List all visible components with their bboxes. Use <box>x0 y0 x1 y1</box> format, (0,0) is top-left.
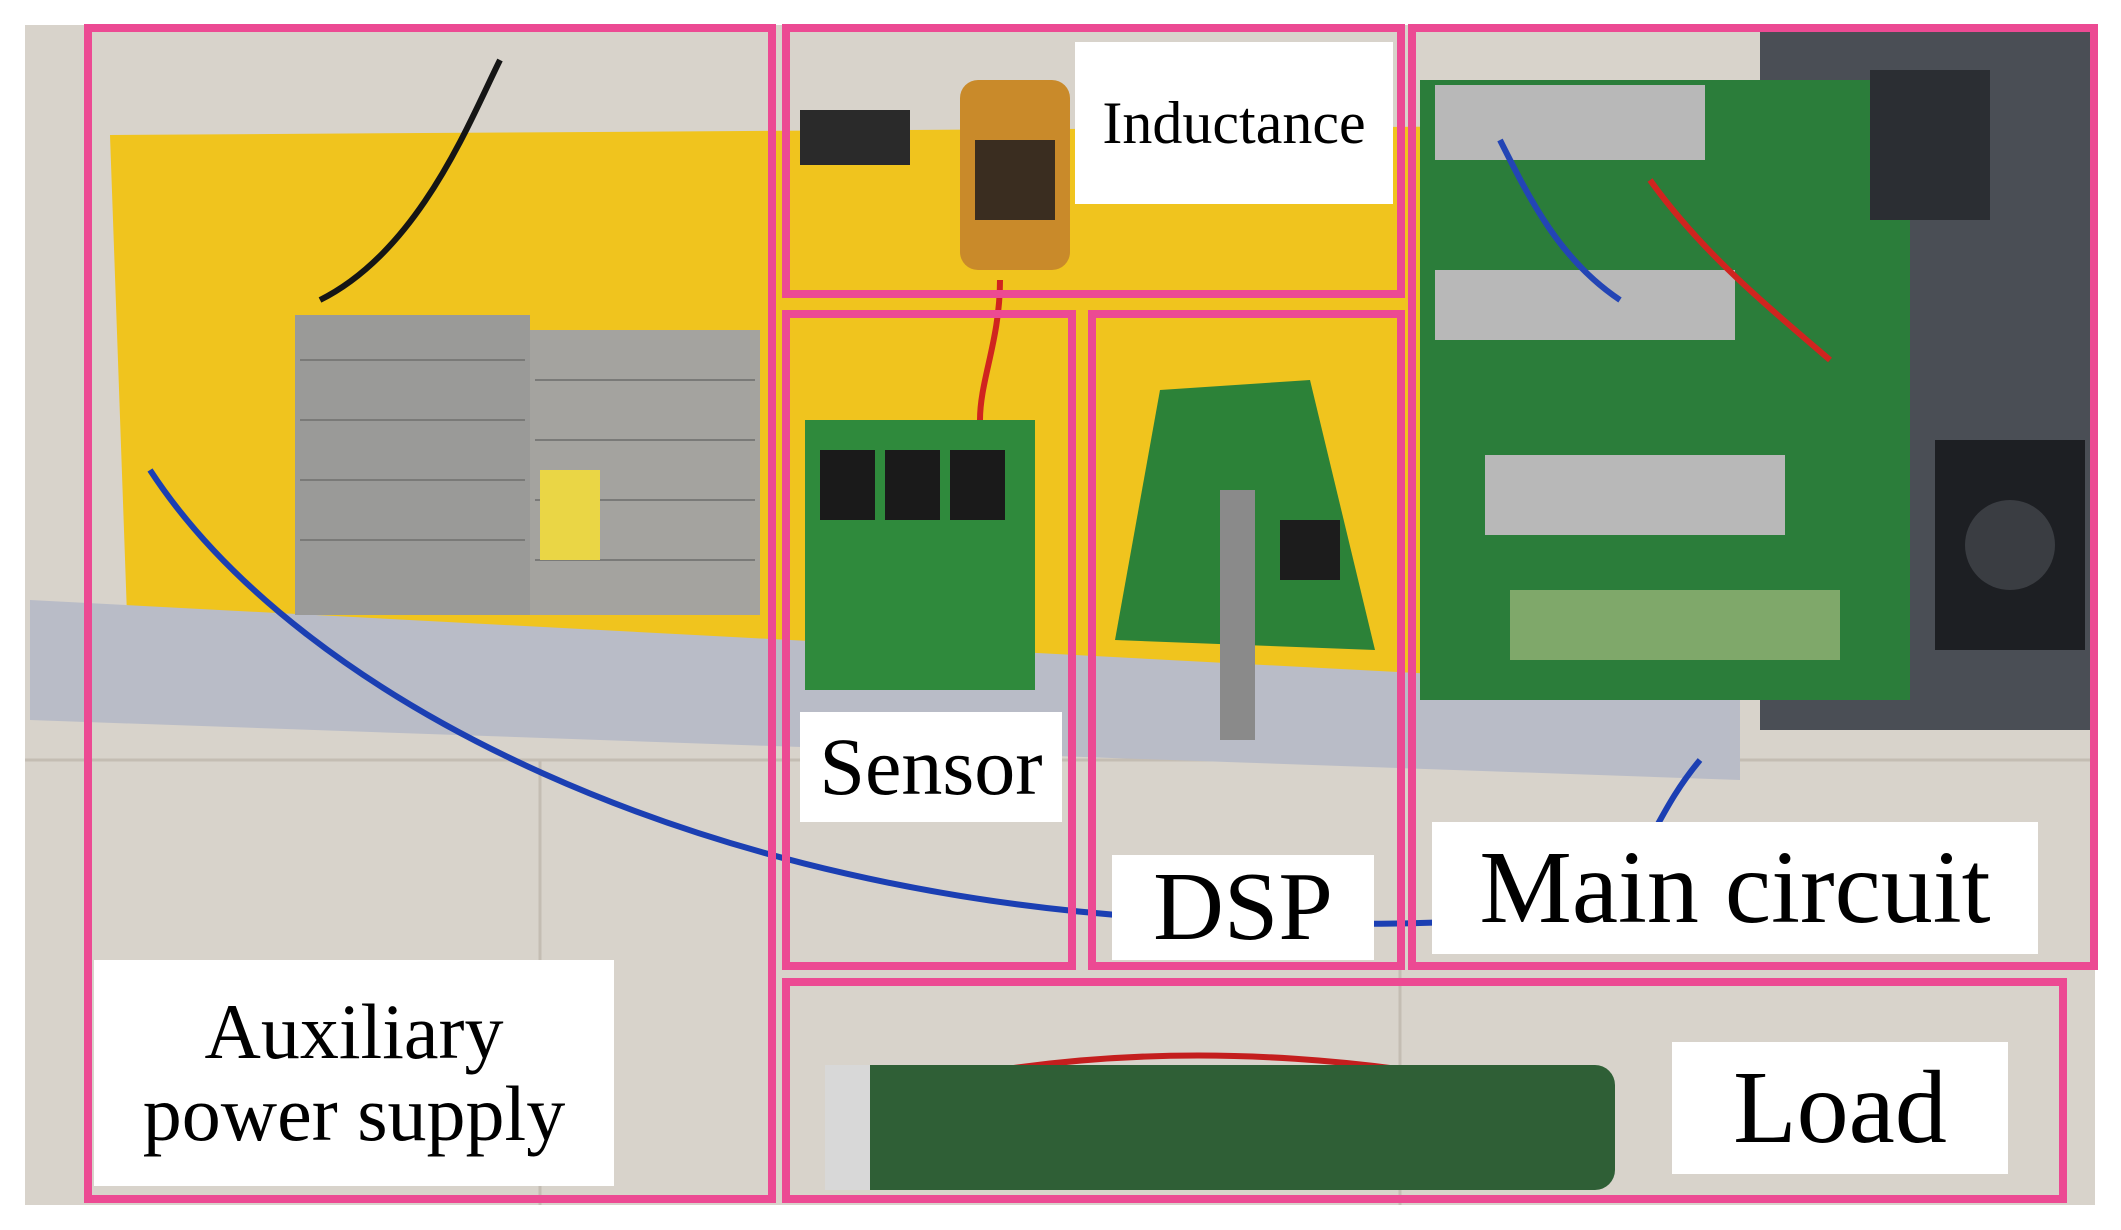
inductor-core <box>975 140 1055 220</box>
auxiliary-label-line-2: power supply <box>142 1070 566 1157</box>
auxiliary-label-line-1: Auxiliary <box>204 988 504 1076</box>
sensor-chips <box>820 450 1005 520</box>
load-label: Load <box>1672 1042 2008 1174</box>
main-circuit-label-text: Main circuit <box>1479 830 1991 946</box>
sensor-label: Sensor <box>800 712 1062 822</box>
load-resistor <box>825 1065 1615 1190</box>
fan-hub <box>1965 500 2055 590</box>
dsp-label: DSP <box>1112 855 1374 960</box>
dsp-box <box>1088 310 1405 970</box>
inductance-label-text: Inductance <box>1102 89 1366 156</box>
main-circuit-box <box>1408 24 2098 970</box>
main-circuit-label: Main circuit <box>1432 822 2038 954</box>
fan-top <box>1870 70 1990 220</box>
main-circuit-pcb-strip <box>1510 590 1840 660</box>
heatsinks <box>1435 85 1785 535</box>
ribbon-cable <box>1220 490 1255 740</box>
inductance-box <box>782 24 1405 298</box>
load-label-text: Load <box>1733 1050 1947 1166</box>
auxiliary-power-supply-label: Auxiliary power supply <box>94 960 614 1186</box>
load-box <box>782 978 2067 1203</box>
sensor-box <box>782 310 1076 970</box>
terminal-strip <box>800 110 910 165</box>
auxiliary-power-supply-box <box>84 24 776 1203</box>
dsp-chip <box>1280 520 1340 580</box>
load-resistor-cap <box>825 1065 870 1190</box>
power-supply-unit-1 <box>295 315 530 615</box>
power-supply-sticker <box>540 470 600 560</box>
sensor-label-text: Sensor <box>819 720 1043 812</box>
inductance-label: Inductance <box>1075 42 1393 204</box>
dsp-label-text: DSP <box>1153 853 1333 962</box>
